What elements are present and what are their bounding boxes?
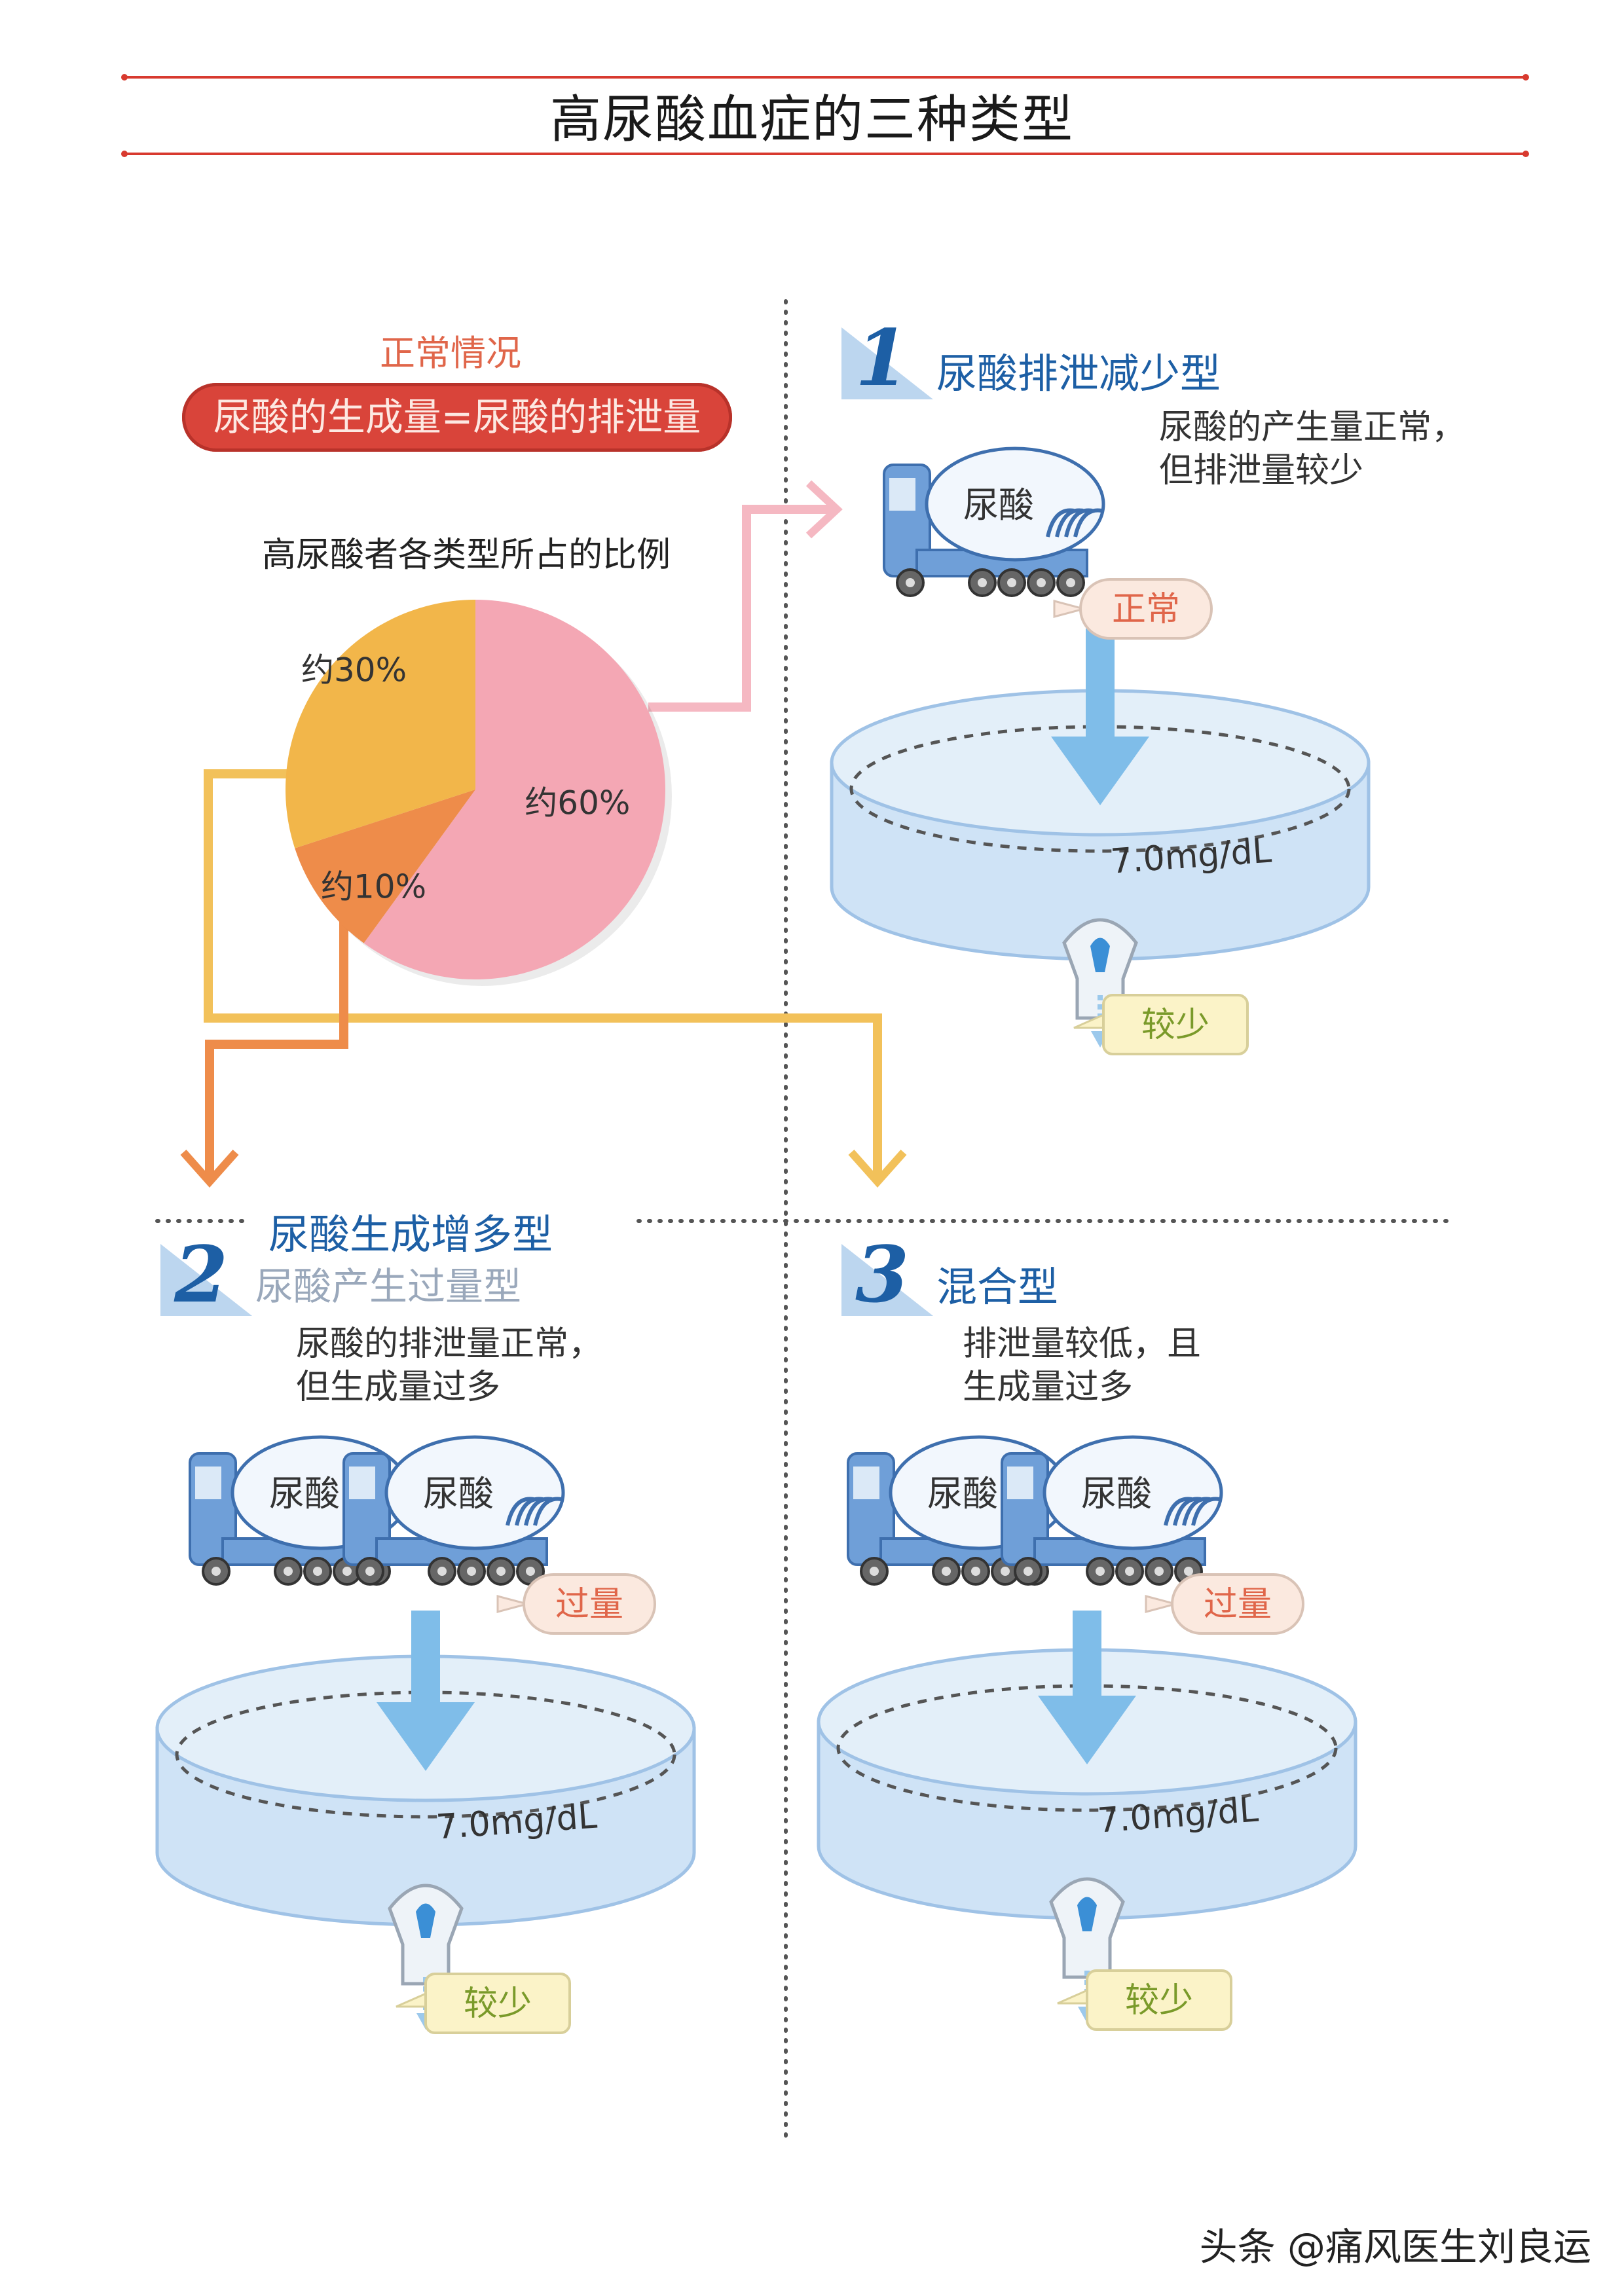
- pie-chart: 约60% 约10% 约30%: [285, 600, 672, 986]
- type-title: 混合型: [936, 1263, 1059, 1311]
- inflow-arrow: [1051, 629, 1149, 805]
- type-number-badge: 1: [841, 312, 933, 403]
- truck-label: 尿酸: [1081, 1473, 1152, 1514]
- arrow-to-type1-head: [805, 480, 843, 539]
- arrow-to-type3-head: [848, 1150, 907, 1188]
- uric-acid-tank: 7.0mg/dL: [830, 689, 1371, 961]
- arrow-to-type2: [205, 903, 348, 1178]
- description-line: 尿酸的排泄量正常，: [296, 1324, 603, 1364]
- pie-slice-30: [285, 600, 475, 848]
- type-description: 排泄量较低，且生成量过多: [963, 1322, 1201, 1409]
- inflow-arrow: [1038, 1611, 1136, 1764]
- page-title: 高尿酸血症的三种类型: [549, 90, 1074, 149]
- equation-pill: 尿酸的生成量=尿酸的排泄量: [182, 383, 732, 452]
- tanker-truck: 尿酸: [1001, 1435, 1223, 1586]
- input-bubble-label: 过量: [1204, 1585, 1272, 1624]
- watermark: 头条 @痛风医生刘良运: [1199, 2225, 1591, 2269]
- type-number: 2: [174, 1237, 228, 1316]
- output-bubble-label: 较少: [1125, 1981, 1193, 2020]
- pie-label: 约60%: [525, 784, 630, 822]
- inflow-arrow: [377, 1611, 475, 1771]
- description-line: 尿酸的产生量正常，: [1159, 408, 1466, 447]
- description-line: 生成量过多: [963, 1368, 1134, 1407]
- input-bubble: 过量: [496, 1573, 656, 1635]
- output-bubble: 较少: [1057, 1969, 1232, 2031]
- type-number: 1: [855, 321, 909, 399]
- type-subtitle: 尿酸产生过量型: [255, 1264, 522, 1309]
- type-title: 尿酸生成增多型: [268, 1211, 553, 1258]
- type-number-badge: 2: [160, 1229, 252, 1320]
- type-description: 尿酸的排泄量正常， 但生成量过多: [296, 1322, 602, 1409]
- type-number: 3: [855, 1237, 909, 1316]
- description-line: 但生成量过多: [296, 1368, 501, 1407]
- input-bubble: 过量: [1145, 1573, 1304, 1635]
- output-bubble: 较少: [396, 1973, 571, 2034]
- input-bubble: 正常: [1053, 578, 1213, 640]
- pie-slice-10: [295, 790, 475, 943]
- truck-label: 尿酸: [269, 1473, 340, 1514]
- type-number-badge: 3: [841, 1229, 933, 1320]
- faucet-icon: [388, 1884, 464, 1986]
- faucet-icon: [1049, 1877, 1125, 1979]
- output-bubble-label: 较少: [1141, 1006, 1209, 1045]
- pie-label: 约10%: [321, 868, 426, 906]
- output-bubble: 较少: [1073, 994, 1249, 1055]
- description-line: 但排泄量较少: [1159, 451, 1364, 490]
- chart-title: 高尿酸者各类型所占的比例: [262, 536, 671, 575]
- input-bubble-label: 过量: [555, 1585, 623, 1624]
- output-bubble-label: 较少: [464, 1984, 532, 2024]
- normal-label: 正常情况: [380, 333, 521, 374]
- arrow-to-type3: [204, 769, 882, 1178]
- tanker-truck: 尿酸: [342, 1435, 565, 1586]
- input-bubble-label: 正常: [1112, 590, 1180, 629]
- type-description: 尿酸的产生量正常， 但排泄量较少: [1159, 406, 1466, 492]
- truck-label: 尿酸: [963, 484, 1034, 526]
- arrow-to-type2-head: [180, 1150, 239, 1188]
- type-title: 尿酸排泄减少型: [936, 350, 1221, 397]
- truck-label: 尿酸: [423, 1473, 494, 1514]
- header-rules: [121, 74, 1529, 157]
- pie-slice-60: [363, 600, 666, 979]
- tanker-truck: 尿酸: [883, 446, 1105, 597]
- arrow-to-type1: [648, 505, 835, 712]
- truck-label: 尿酸: [927, 1473, 998, 1514]
- description-line: 排泄量较低，且: [963, 1324, 1202, 1364]
- pie-label: 约30%: [301, 651, 407, 689]
